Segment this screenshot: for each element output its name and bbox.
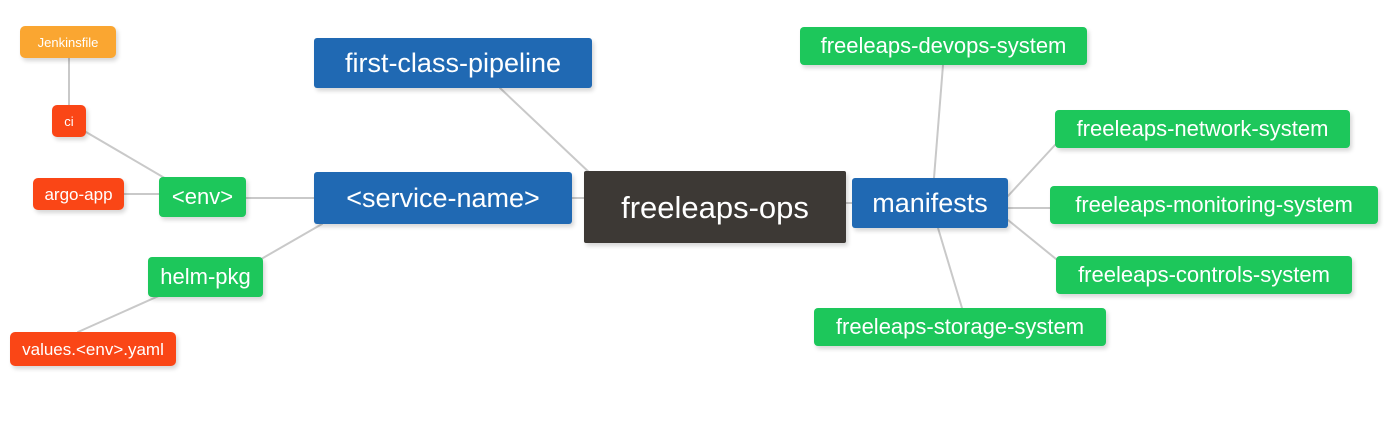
edge-root-to-first-class-pipeline [499,87,593,176]
mindmap-node-values-yaml[interactable]: values.<env>.yaml [10,332,176,366]
mindmap-node-ci[interactable]: ci [52,105,86,137]
mindmap-node-root[interactable]: freeleaps-ops [584,171,846,243]
mindmap-node-devops-system[interactable]: freeleaps-devops-system [800,27,1087,65]
node-label-monitoring-system: freeleaps-monitoring-system [1075,192,1353,217]
node-label-env: <env> [171,184,234,209]
edge-manifests-to-network-system [1007,144,1056,197]
node-label-first-class-pipeline: first-class-pipeline [344,47,562,78]
edge-env-to-ci [85,131,169,181]
node-label-storage-system: freeleaps-storage-system [835,314,1085,339]
mindmap-node-first-class-pipeline[interactable]: first-class-pipeline [314,38,592,88]
node-label-service-name: <service-name> [346,182,540,213]
mindmap-node-argo-app[interactable]: argo-app [33,178,124,210]
edge-manifests-to-devops-system [933,64,944,179]
mindmap-node-manifests[interactable]: manifests [852,178,1008,228]
node-label-controls-system: freeleaps-controls-system [1078,262,1330,287]
mindmap-node-jenkinsfile[interactable]: Jenkinsfile [20,26,116,58]
node-label-devops-system: freeleaps-devops-system [820,33,1067,58]
mindmap-node-service-name[interactable]: <service-name> [314,172,572,224]
mindmap-node-network-system[interactable]: freeleaps-network-system [1055,110,1350,148]
node-label-jenkinsfile: Jenkinsfile [37,34,99,50]
node-label-helm-pkg: helm-pkg [160,264,251,289]
mindmap-node-env[interactable]: <env> [159,177,246,217]
edge-service-name-to-helm-pkg [255,223,323,263]
mindmap-node-monitoring-system[interactable]: freeleaps-monitoring-system [1050,186,1378,224]
node-label-ci: ci [64,113,74,129]
edge-manifests-to-controls-system [1007,219,1057,260]
mindmap-node-helm-pkg[interactable]: helm-pkg [148,257,263,297]
mindmap-node-controls-system[interactable]: freeleaps-controls-system [1056,256,1352,294]
node-label-root: freeleaps-ops [621,189,809,225]
node-label-network-system: freeleaps-network-system [1076,116,1329,141]
edge-manifests-to-storage-system [937,227,963,309]
mindmap-node-storage-system[interactable]: freeleaps-storage-system [814,308,1106,346]
node-label-argo-app: argo-app [44,184,113,204]
node-label-values-yaml: values.<env>.yaml [22,339,164,359]
node-label-manifests: manifests [872,187,988,218]
